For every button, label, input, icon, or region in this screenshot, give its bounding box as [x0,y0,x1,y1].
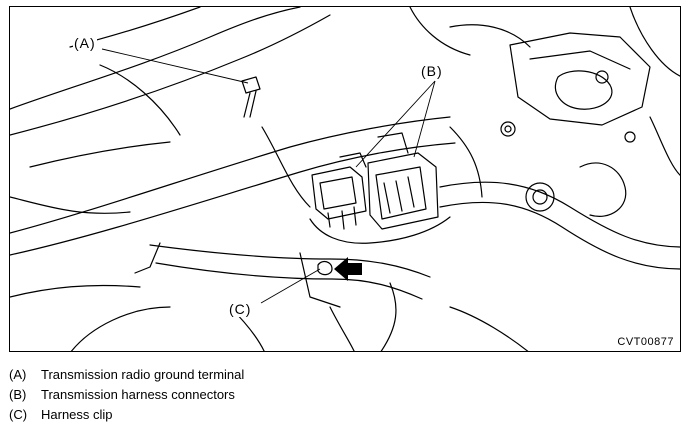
callout-a: (A) [73,35,97,51]
legend-key: (C) [9,407,28,422]
line-drawing [10,7,680,351]
legend-item: (C) Harness clip [9,405,669,425]
callout-b: (B) [420,63,444,79]
legend-text: Transmission radio ground terminal [41,367,245,382]
figure-code: CVT00877 [617,336,674,348]
legend: (A) Transmission radio ground terminal (B… [9,365,669,425]
legend-item: (A) Transmission radio ground terminal [9,365,669,385]
clip-arrow-icon [334,257,362,281]
legend-key: (B) [9,387,27,402]
legend-key: (A) [9,367,27,382]
callout-c: (C) [228,301,253,317]
engine-bay-illustration: (A) (B) (C) CVT00877 [9,6,681,352]
legend-text: Harness clip [41,407,113,422]
legend-item: (B) Transmission harness connectors [9,385,669,405]
legend-text: Transmission harness connectors [41,387,235,402]
